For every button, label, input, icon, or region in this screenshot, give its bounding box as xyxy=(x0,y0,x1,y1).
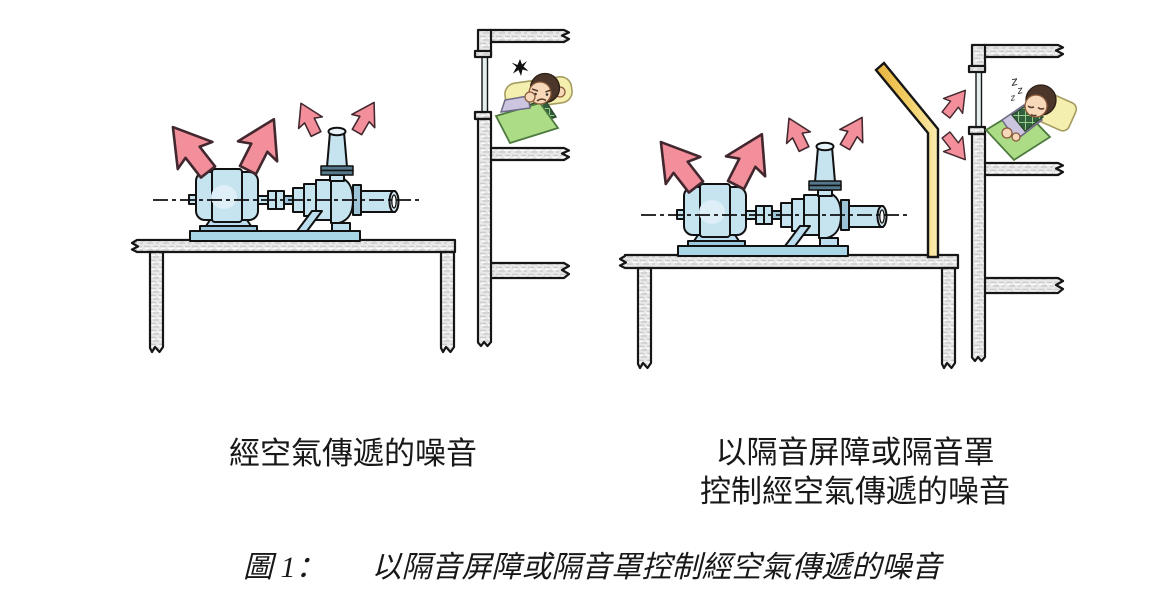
closed-eyes xyxy=(1027,105,1045,110)
mouth xyxy=(1030,113,1037,117)
noise-arrow-icon xyxy=(776,111,817,156)
left-scene-label: 經空氣傳遞的噪音 xyxy=(229,436,477,471)
table-leg xyxy=(940,266,957,370)
eye xyxy=(545,93,549,96)
hand-on-ear xyxy=(524,91,536,103)
sleep-z: z xyxy=(1009,93,1017,104)
attenuated-noise-arrows xyxy=(935,82,976,168)
right-scene-label: 以隔音屏障或隔音罩 控制經空氣傳遞的噪音 xyxy=(680,433,1030,511)
figure-caption-text: 以隔音屏障或隔音罩控制經空氣傳遞的噪音 xyxy=(371,551,942,584)
right-scene-label-line2: 控制經空氣傳遞的噪音 xyxy=(700,474,1010,509)
work-table-left xyxy=(130,238,457,354)
face xyxy=(1024,94,1048,118)
table-leg xyxy=(439,250,456,354)
hand xyxy=(1011,132,1021,142)
noise-arrow-icon xyxy=(344,95,387,140)
table-leg xyxy=(148,250,165,354)
annoyed-resident xyxy=(494,59,573,145)
right-scene-label-line1: 以隔音屏障或隔音罩 xyxy=(715,435,995,470)
right-scene: z z z xyxy=(618,43,1078,370)
frown-mouth xyxy=(536,98,547,102)
figure-caption-number: 圖 1： xyxy=(243,551,326,584)
annoyance-burst-icon xyxy=(511,59,529,76)
work-table-right xyxy=(618,253,960,370)
figure-caption: 圖 1： 以隔音屏障或隔音罩控制經空氣傳遞的噪音 xyxy=(243,542,942,586)
noise-arrow-icon xyxy=(288,96,329,141)
sleeping-resident: z z z xyxy=(984,74,1078,162)
sleep-z: z xyxy=(1009,74,1020,89)
noise-arrow-icon xyxy=(832,110,875,155)
hand xyxy=(1001,127,1013,139)
acoustic-barrier xyxy=(874,61,940,259)
noise-arrow-icon xyxy=(935,82,976,124)
angry-brows xyxy=(531,88,552,93)
sleep-z: z xyxy=(1015,85,1024,97)
table-leg xyxy=(636,266,653,370)
left-scene xyxy=(130,28,573,354)
